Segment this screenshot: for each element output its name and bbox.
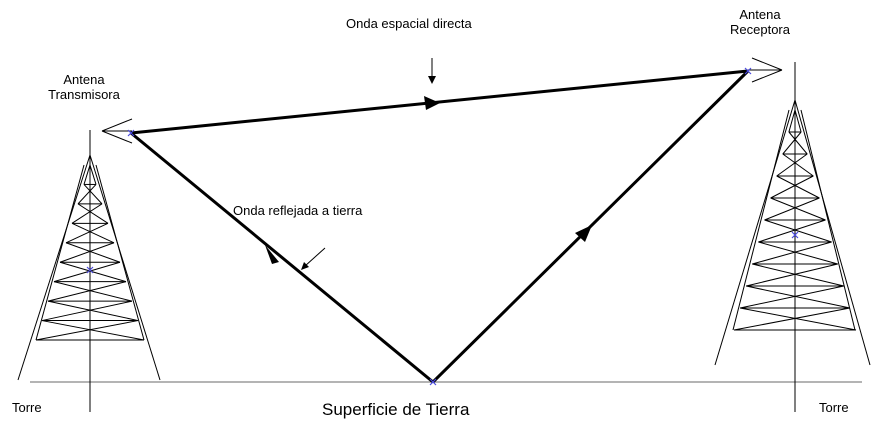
incident-arrowhead xyxy=(265,245,279,264)
lattice-brace xyxy=(758,219,826,243)
lattice-brace xyxy=(794,109,802,133)
lattice-brace xyxy=(770,197,826,221)
lattice-brace xyxy=(47,281,127,302)
lattice-brace xyxy=(65,242,121,263)
tx-antenna-icon xyxy=(101,118,133,144)
lattice-brace xyxy=(782,153,814,177)
tx-antenna-label-line2: Transmisora xyxy=(48,86,120,102)
point-markers xyxy=(86,67,799,386)
lattice-brace xyxy=(770,175,814,199)
lattice-brace xyxy=(71,203,103,224)
lattice-brace xyxy=(758,241,838,265)
rx-antenna-label-line1: Antena xyxy=(739,7,781,22)
lattice-brace xyxy=(764,219,832,243)
lattice-brace xyxy=(47,300,139,322)
reflected-wave-pointer-head xyxy=(301,262,309,270)
lattice-brace xyxy=(752,263,844,287)
direct-wave-path xyxy=(130,69,749,135)
lattice-brace xyxy=(59,242,115,263)
rx-antenna-label-line2: Receptora xyxy=(730,21,790,37)
lattice-brace xyxy=(746,285,851,309)
lattice-brace xyxy=(782,131,802,155)
lattice-brace xyxy=(739,285,844,309)
lattice-brace xyxy=(41,300,133,322)
lattice-brace xyxy=(71,222,115,244)
lattice-brace xyxy=(77,184,97,205)
lattice-brace xyxy=(83,164,91,185)
rising-arrowhead xyxy=(575,225,592,242)
tower-right-label: Torre xyxy=(819,400,849,415)
lattice-brace xyxy=(77,203,109,224)
rx-antenna-label: Antena Receptora xyxy=(700,7,820,38)
reflected-wave-incident-path xyxy=(130,131,434,384)
lattice-brace xyxy=(41,320,145,341)
reflected-wave-label: Onda reflejada a tierra xyxy=(233,203,363,218)
lattice-brace xyxy=(35,320,139,341)
lattice-brace xyxy=(740,307,857,331)
tx-antenna-label-line1: Antena xyxy=(63,72,105,87)
lattice-brace xyxy=(65,222,109,244)
tower-left xyxy=(17,130,161,412)
tower-right xyxy=(714,62,871,412)
tx-antenna-label: Antena Transmisora xyxy=(24,72,144,103)
tower-left-label: Torre xyxy=(12,400,42,415)
direct-wave-arrowhead xyxy=(424,96,440,110)
reflected-wave-pointer xyxy=(304,247,326,267)
lattice-brace xyxy=(53,281,133,302)
lattice-brace xyxy=(752,241,832,265)
ground-label: Superficie de Tierra xyxy=(322,400,470,419)
lattice-brace xyxy=(89,164,97,185)
lattice-brace xyxy=(788,109,796,133)
lattice-brace xyxy=(764,197,820,221)
lattice-brace xyxy=(788,131,808,155)
direct-wave-pointer-head xyxy=(428,76,436,84)
lattice-brace xyxy=(746,263,838,287)
lattice-brace xyxy=(776,153,808,177)
lattice-brace xyxy=(776,175,820,199)
lattice-brace xyxy=(53,261,121,283)
rx-antenna-icon xyxy=(748,57,783,83)
direct-wave-label: Onda espacial directa xyxy=(346,16,472,31)
lattice-brace xyxy=(83,184,103,205)
lattice-brace xyxy=(59,261,127,283)
lattice-brace xyxy=(733,307,850,331)
